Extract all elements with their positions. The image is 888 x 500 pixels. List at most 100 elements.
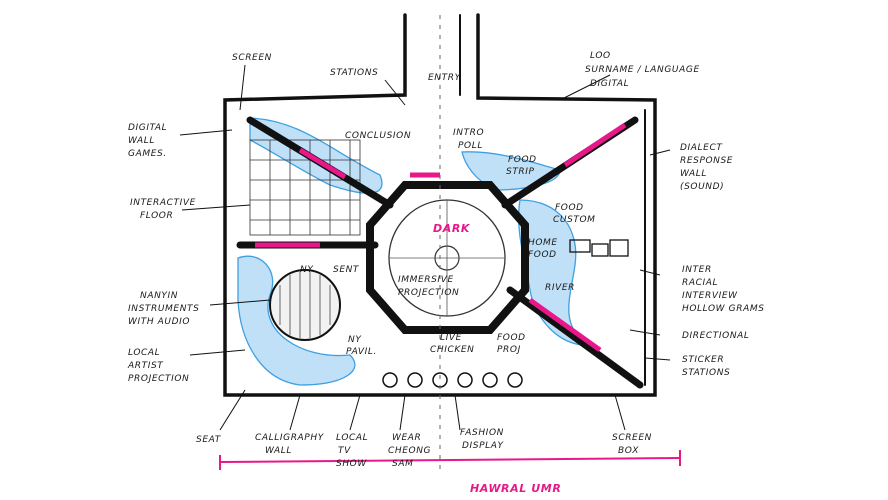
label-dwg-2: WALL [128,136,155,146]
label-intro-2: POLL [458,141,483,151]
label-home-food-2: FOOD [528,250,557,260]
nanyin-ring [269,269,341,341]
label-sticker-1: STICKER [682,355,724,365]
label-tv-2: TV [338,446,351,456]
label-inter-4: HOLLOW GRAMS [682,304,765,314]
label-entry: ENTRY [428,73,462,83]
label-wear-2: CHEONG [388,446,431,456]
center-axes [389,200,505,316]
center-label: DARK [433,222,471,235]
block-3 [609,239,629,257]
pink-seg-2 [563,122,627,168]
label-river: RIVER [545,283,575,293]
central-octagon [366,181,529,334]
label-surname: SURNAME / LANGUAGE [585,65,700,75]
label-seat: SEAT [196,435,222,445]
measure-ticks [219,450,681,470]
leader-artist [189,349,246,356]
octagon-wall [366,181,529,334]
label-immersive-2: PROJECTION [398,288,459,298]
leader-calligraphy [289,394,301,431]
nanyin-hatch [279,272,331,338]
label-digital-top: DIGITAL [590,79,629,89]
display-2 [407,372,423,388]
label-dialect-3: WALL [680,169,707,179]
leader-lines [179,15,671,470]
leader-inter [639,269,661,276]
label-calligraphy-2: WALL [265,446,292,456]
label-loo: LOO [590,51,611,61]
label-fashion-1: FASHION [460,428,504,438]
leader-tv [349,394,361,431]
label-food-custom-1: FOOD [555,203,584,213]
label-floor-2: FLOOR [140,211,173,221]
leader-stations [384,79,406,106]
label-ny: NY [300,265,314,275]
label-conclusion: CONCLUSION [345,131,411,141]
leader-floor [181,204,251,211]
label-food-strip-2: STRIP [506,167,535,177]
label-screen-box-2: BOX [618,446,639,456]
block-2 [591,243,609,257]
label-nanyin-2: INSTRUMENTS [128,304,199,314]
measure-line [219,450,681,470]
display-6 [507,372,523,388]
label-sticker-2: STATIONS [682,368,730,378]
leader-sticker [644,357,671,361]
label-food-proj-1: FOOD [497,333,526,343]
label-tv-1: LOCAL [336,433,368,443]
label-tv-3: SHOW [336,459,367,469]
label-immersive-1: IMMERSIVE [398,275,454,285]
corridor-bottom-right [506,286,644,389]
label-sent: SENT [333,265,360,275]
leader-fashion [454,394,461,431]
label-inter-3: INTERVIEW [682,291,738,301]
label-inter-1: INTER [682,265,712,275]
label-calligraphy-1: CALLIGRAPHY [255,433,325,443]
label-stations: STATIONS [330,68,378,78]
label-ny-pavil-2: PAVIL. [346,347,377,357]
label-live-1: LIVE [440,333,462,343]
label-fashion-2: DISPLAY [462,441,504,451]
label-nanyin-3: WITH AUDIO [128,317,190,327]
label-intro-1: INTRO [453,128,484,138]
label-food-custom-2: CUSTOM [553,215,596,225]
display-1 [382,372,398,388]
label-screen-box-1: SCREEN [612,433,652,443]
display-4 [457,372,473,388]
label-directional: DIRECTIONAL [682,331,750,341]
label-artist-3: PROJECTION [128,374,189,384]
leader-screen [239,64,246,111]
leader-dialect [649,149,671,156]
pink-seg-1 [298,147,347,180]
label-floor-1: INTERACTIVE [130,198,196,208]
label-dialect-1: DIALECT [680,143,723,153]
label-artist-1: LOCAL [128,348,160,358]
water-left [237,255,356,386]
water-top-right [461,151,561,191]
bottom-displays [382,372,523,388]
label-ny-pavil-1: NY [348,335,362,345]
label-dialect-2: RESPONSE [680,156,733,166]
leader-directional [629,329,661,336]
label-food-strip-1: FOOD [508,155,537,165]
pink-seg-4 [528,297,602,353]
nanyin-circle [269,269,341,341]
display-5 [482,372,498,388]
pink-corridor-segments [255,122,627,353]
label-artist-2: ARTIST [127,361,164,371]
leader-digital-wall [179,129,233,136]
label-nanyin-1: NANYIN [140,291,178,301]
leader-nanyin [209,299,271,306]
leader-loo [559,74,611,101]
label-live-2: CHICKEN [430,345,475,355]
home-food-blocks [569,239,629,257]
leader-wear [399,394,406,431]
label-screen: SCREEN [232,53,272,63]
label-food-proj-2: PROJ [497,345,521,355]
label-dialect-4: (SOUND) [680,182,724,192]
leader-seat [219,389,246,431]
measure-main [219,457,681,463]
leader-screen-box [614,394,626,431]
